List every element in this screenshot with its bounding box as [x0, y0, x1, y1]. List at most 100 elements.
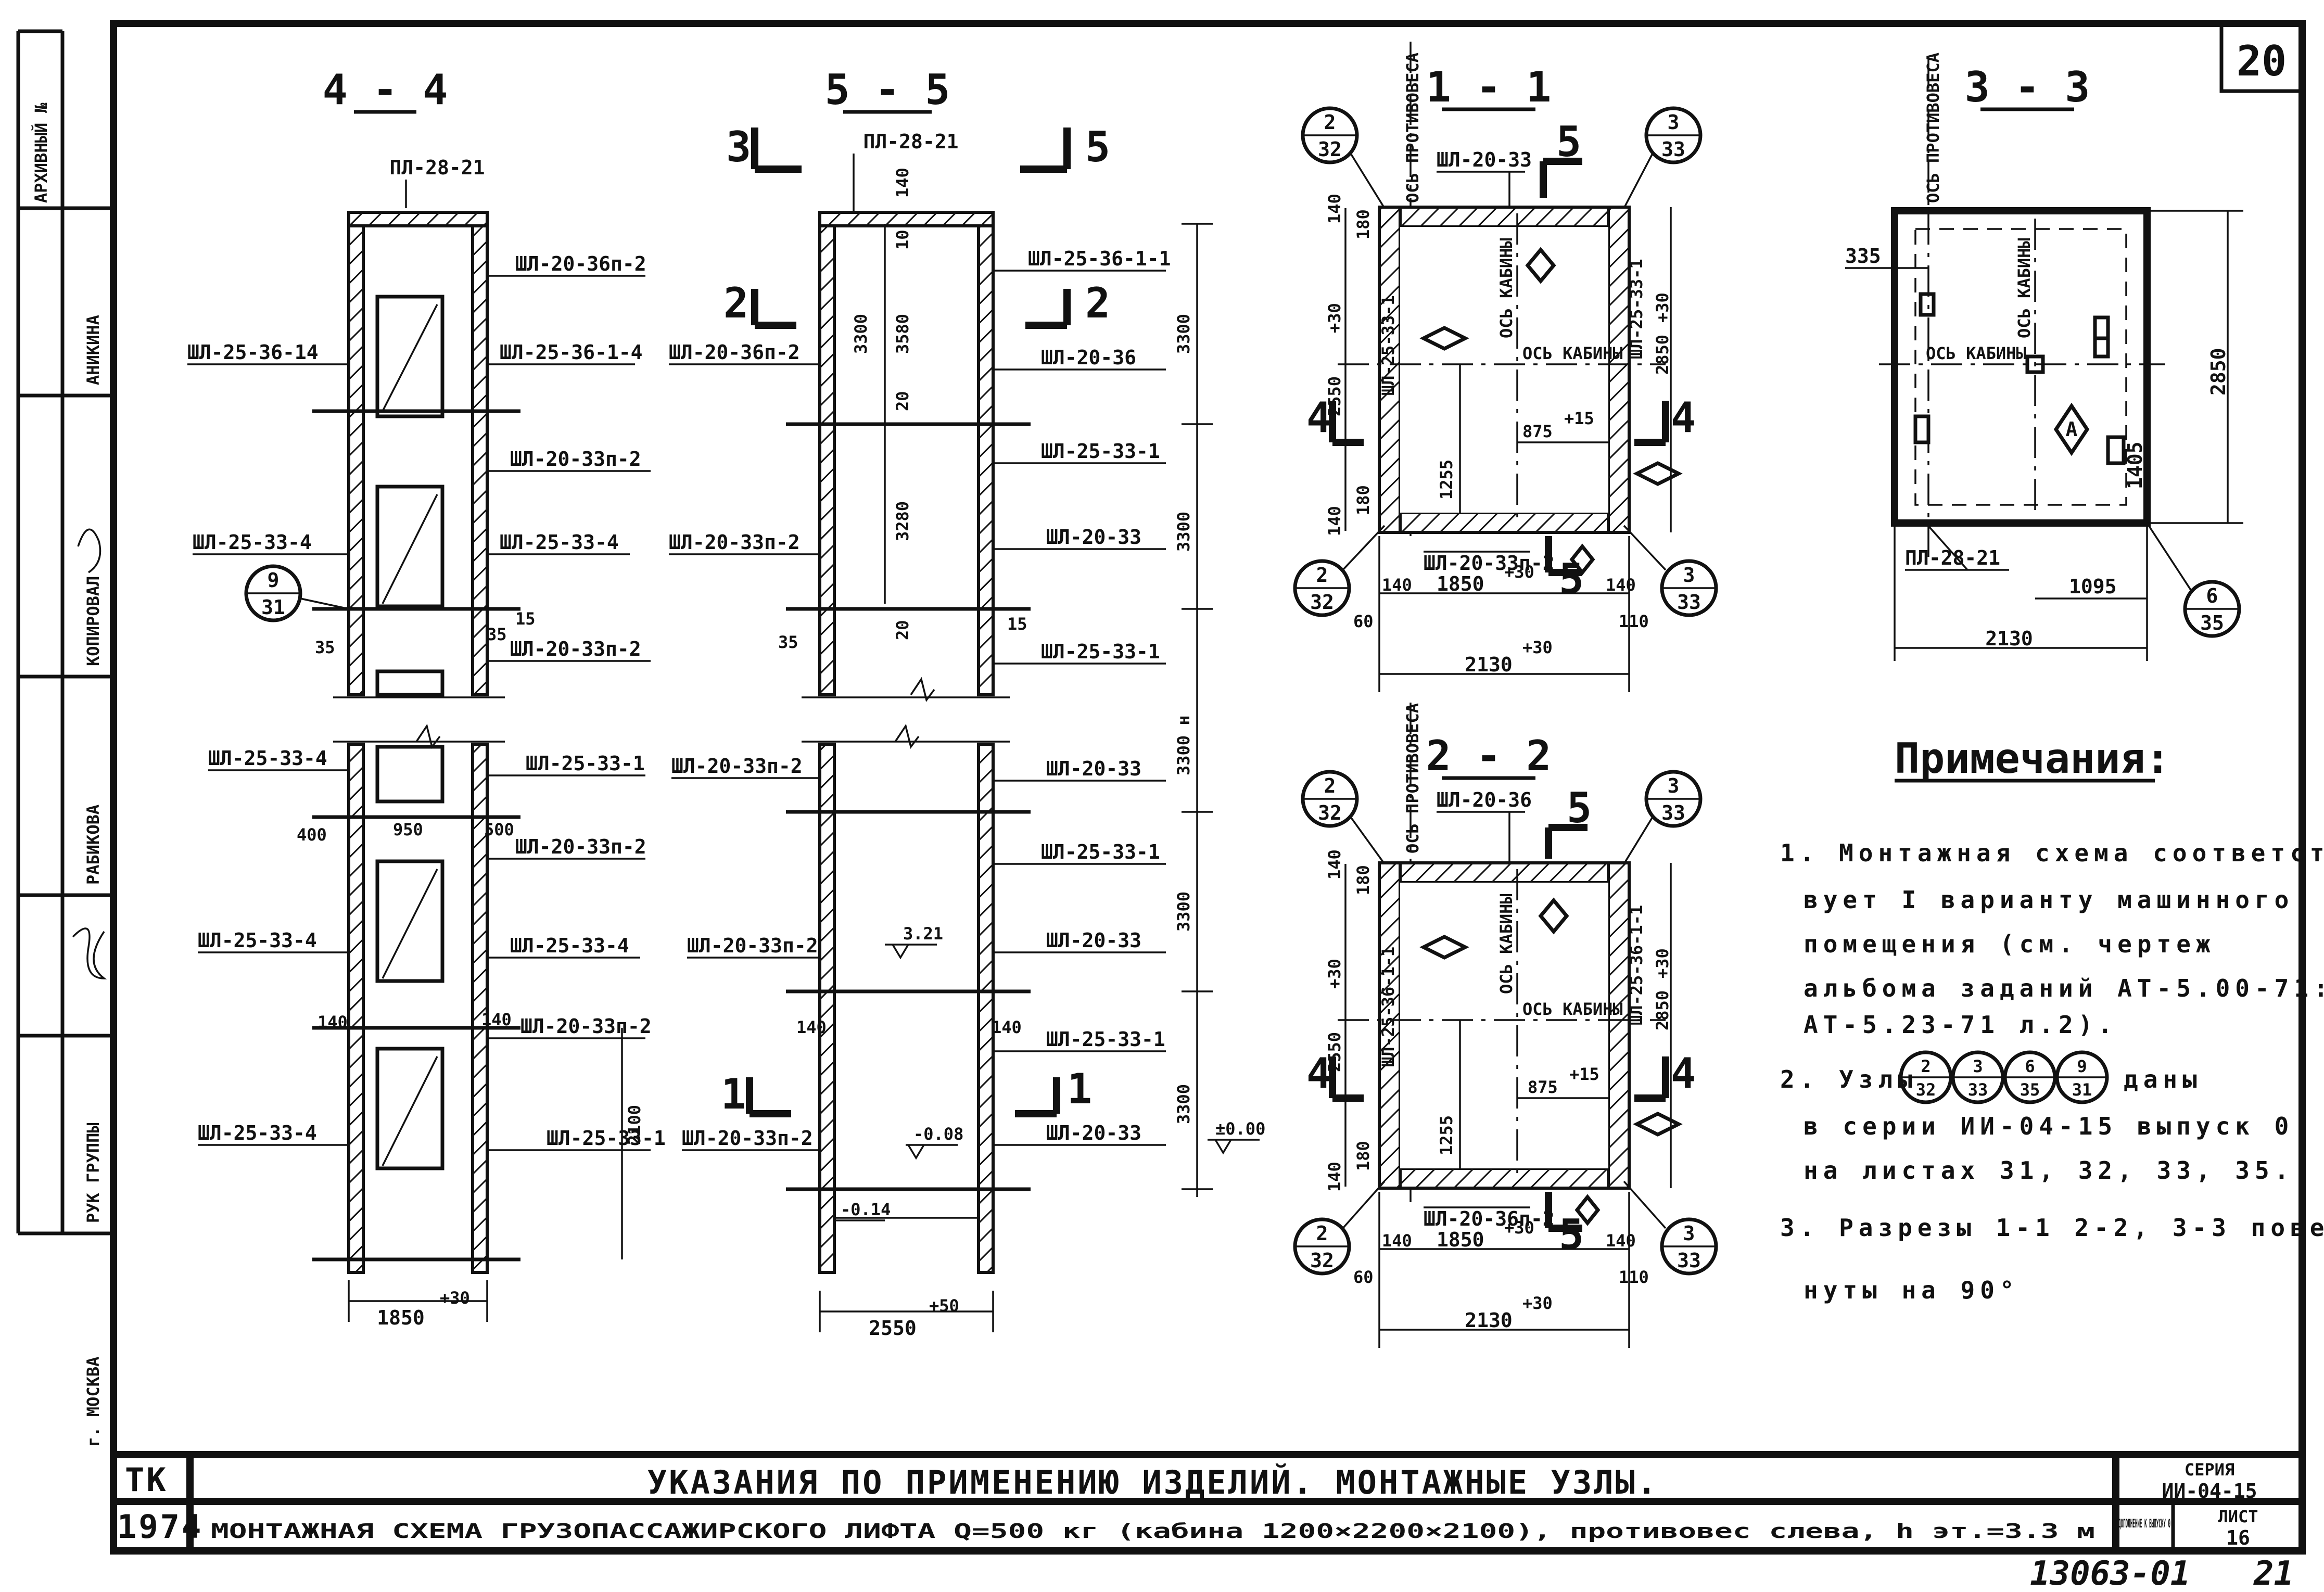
svg-text:2850: 2850: [2207, 348, 2230, 396]
svg-text:ОСЬ КАБИНЫ: ОСЬ КАБИНЫ: [1496, 894, 1516, 994]
svg-text:ОСЬ КАБИНЫ: ОСЬ КАБИНЫ: [1522, 999, 1623, 1019]
series-label: СЕРИЯ: [2185, 1460, 2234, 1480]
svg-text:+50: +50: [929, 1296, 959, 1316]
svg-text:ШЛ-20-36: ШЛ-20-36: [1041, 346, 1136, 369]
section-2-2: 2 - 2 ОСЬ ПРОТИВОВЕСА ОСЬ КАБИНЫ ОСЬ КАБ…: [1293, 703, 1718, 1348]
svg-text:3300: 3300: [1174, 891, 1193, 932]
svg-text:2. Узлы: 2. Узлы: [1780, 1065, 1917, 1093]
svg-text:15: 15: [1007, 614, 1027, 634]
sheet-number: 20: [2237, 37, 2287, 85]
notes-node-2-32: 2 32: [1899, 1050, 1953, 1104]
section-title: 5 - 5: [825, 66, 950, 114]
svg-text:6: 6: [2025, 1056, 2035, 1076]
notes-node-6-35: 6 35: [2003, 1050, 2057, 1104]
node-callout-2-32-bottom: 2 32: [1293, 525, 1386, 617]
svg-text:2130: 2130: [1985, 627, 2033, 650]
section-5-5: 5 - 5 ПЛ-28-21 3 5 2 2 1 1: [669, 66, 1265, 1340]
svg-text:140: 140: [1382, 1231, 1412, 1251]
signature-2: [72, 927, 107, 979]
svg-text:35: 35: [487, 625, 507, 644]
svg-text:нуты на 90°: нуты на 90°: [1804, 1276, 2020, 1304]
svg-text:альбома заданий АТ-5.00-71:: альбома заданий АТ-5.00-71:: [1804, 974, 2324, 1002]
svg-text:32: 32: [1318, 138, 1342, 161]
node-callout-2-32-bottom: 2 32: [1293, 1180, 1386, 1276]
sheet-frame: 20: [110, 20, 2306, 1555]
svg-text:ШЛ-20-33: ШЛ-20-33: [1046, 526, 1141, 549]
svg-text:ОСЬ ПРОТИВОВЕСА: ОСЬ ПРОТИВОВЕСА: [1403, 53, 1423, 203]
svg-text:ШЛ-20-36п-2: ШЛ-20-36п-2: [669, 341, 800, 364]
year: 1974: [117, 1508, 203, 1546]
svg-text:ШЛ-25-33-1: ШЛ-25-33-1: [1041, 640, 1160, 663]
svg-text:5: 5: [1559, 555, 1584, 603]
svg-text:в серии ИИ-04-15 выпуск 0: в серии ИИ-04-15 выпуск 0: [1804, 1112, 2294, 1140]
svg-text:ШЛ-25-36-14: ШЛ-25-36-14: [187, 341, 319, 364]
svg-text:4: 4: [1671, 1049, 1696, 1098]
svg-text:2: 2: [1085, 279, 1110, 327]
svg-text:ОСЬ ПРОТИВОВЕСА: ОСЬ ПРОТИВОВЕСА: [1403, 703, 1423, 854]
svg-text:1: 1: [721, 1070, 746, 1118]
svg-text:A: A: [2066, 418, 2078, 441]
svg-text:на листах 31, 32, 33, 35.: на листах 31, 32, 33, 35.: [1804, 1156, 2294, 1185]
svg-text:3300 н: 3300 н: [1174, 715, 1193, 775]
svg-text:1. Монтажная схема соответст-: 1. Монтажная схема соответст-: [1780, 839, 2324, 867]
svg-text:140: 140: [481, 1010, 512, 1029]
svg-text:ШЛ-25-33-4: ШЛ-25-33-4: [198, 929, 317, 952]
svg-text:33: 33: [1661, 138, 1685, 161]
svg-text:+30: +30: [1504, 562, 1534, 582]
svg-text:2130: 2130: [1465, 1309, 1513, 1332]
svg-text:875: 875: [1522, 422, 1553, 441]
svg-text:2130: 2130: [1465, 653, 1513, 676]
svg-text:180: 180: [1353, 865, 1373, 895]
svg-text:+30: +30: [1522, 1293, 1553, 1313]
svg-text:35: 35: [2020, 1080, 2040, 1100]
svg-text:2850: 2850: [1653, 335, 1672, 375]
sheet-label: ЛИСТ: [2218, 1507, 2258, 1526]
node-callout-2-32-top: 2 32: [1301, 106, 1386, 209]
svg-text:33: 33: [1968, 1080, 1988, 1100]
svg-text:3: 3: [1683, 564, 1695, 587]
svg-text:140: 140: [1325, 506, 1344, 536]
svg-text:+15: +15: [1564, 409, 1594, 428]
issue-note: ДОПОЛНЕНИЕ К ВЫПУСКУ 0: [2118, 1518, 2170, 1531]
svg-text:ШЛ-20-33п-2: ШЛ-20-33п-2: [510, 448, 641, 470]
svg-text:ОСЬ КАБИНЫ: ОСЬ КАБИНЫ: [1522, 343, 1623, 363]
svg-text:950: 950: [393, 820, 423, 839]
inventory-number: 13063-01: [2030, 1555, 2190, 1592]
node-callout-6-35: 6 35: [2146, 523, 2241, 638]
svg-text:5: 5: [1559, 1211, 1584, 1259]
svg-text:ШЛ-25-33-1: ШЛ-25-33-1: [1046, 1028, 1165, 1051]
svg-text:ШЛ-25-33-4: ШЛ-25-33-4: [198, 1122, 317, 1144]
svg-text:180: 180: [1353, 209, 1373, 239]
svg-text:ШЛ-25-33-1: ШЛ-25-33-1: [1041, 840, 1160, 863]
archive-label: АРХИВНЫЙ №: [31, 103, 51, 203]
svg-text:ОСЬ КАБИНЫ: ОСЬ КАБИНЫ: [1496, 238, 1516, 338]
notes-node-3-33: 3 33: [1951, 1050, 2005, 1104]
page-number: 21: [2253, 1555, 2294, 1592]
svg-text:33: 33: [1677, 1249, 1701, 1272]
svg-text:33: 33: [1661, 801, 1685, 824]
svg-text:1: 1: [1067, 1065, 1092, 1113]
title-line-1: УКАЗАНИЯ ПО ПРИМЕНЕНИЮ ИЗДЕЛИЙ. МОНТАЖНЫ…: [647, 1463, 1658, 1501]
svg-text:60: 60: [1353, 1267, 1374, 1287]
node-callout-9-31: 9 31: [244, 564, 349, 622]
role-group-lead: РУК ГРУППЫ: [83, 1123, 103, 1223]
svg-text:20: 20: [893, 391, 912, 411]
svg-text:2550: 2550: [869, 1317, 917, 1340]
svg-text:АТ-5.23-71 л.2).: АТ-5.23-71 л.2).: [1804, 1011, 2117, 1039]
svg-text:ПЛ-28-21: ПЛ-28-21: [1905, 546, 2000, 569]
node-callout-3-33-top: 3 33: [1623, 106, 1703, 209]
svg-text:180: 180: [1353, 1141, 1373, 1171]
section-4-4: 4 - 4 ПЛ-28-21 ШЛ-25-36-14 ШЛ-25-33-4: [187, 66, 666, 1329]
section-title: 4 - 4: [323, 66, 448, 114]
svg-text:15: 15: [515, 609, 536, 629]
svg-text:1095: 1095: [2069, 575, 2117, 598]
svg-text:6: 6: [2206, 584, 2218, 607]
node-callout-3-33-top: 3 33: [1623, 770, 1703, 864]
svg-text:2850: 2850: [1653, 990, 1672, 1030]
svg-text:1405: 1405: [2124, 441, 2147, 489]
svg-text:140: 140: [1606, 1231, 1636, 1251]
svg-text:ШЛ-20-36п-2: ШЛ-20-36п-2: [1424, 1207, 1555, 1230]
svg-text:2: 2: [1324, 111, 1336, 134]
svg-text:ШЛ-25-36-1-4: ШЛ-25-36-1-4: [500, 341, 643, 364]
marker-a: A: [2053, 402, 2090, 456]
